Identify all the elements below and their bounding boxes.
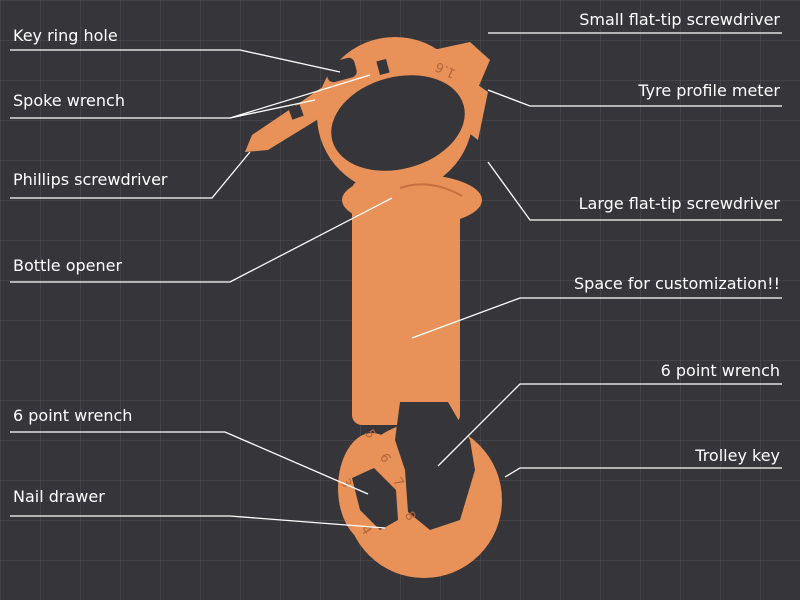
label-six-point-wrench-left: 6 point wrench [13,406,133,425]
leader-six-point-wrench-left [10,431,369,495]
leader-large-flat-tip [487,161,782,221]
label-large-flat-tip-screwdriver: Large flat-tip screwdriver [578,194,780,213]
leader-spoke-wrench-2 [229,74,371,119]
label-key-ring-hole: Key ring hole [13,26,118,45]
label-nail-drawer: Nail drawer [13,487,105,506]
leader-tyre-profile-meter [487,89,782,107]
label-spoke-wrench: Spoke wrench [13,91,125,110]
label-trolley-key: Trolley key [695,446,780,465]
label-small-flat-tip-screwdriver: Small flat-tip screwdriver [579,10,780,29]
multitool-body [245,37,502,578]
leader-phillips-screwdriver [10,151,251,199]
leader-six-point-wrench-right [437,383,782,467]
label-six-point-wrench-right: 6 point wrench [660,361,780,380]
leader-key-ring-hole [10,49,341,73]
label-phillips-screwdriver: Phillips screwdriver [13,170,168,189]
label-bottle-opener: Bottle opener [13,256,123,275]
leader-nail-drawer [10,515,386,529]
leader-lines [10,32,782,529]
label-space-for-customization: Space for customization!! [574,274,780,293]
leader-customization [411,297,782,339]
leader-bottle-opener [10,197,393,283]
leader-trolley-key [504,467,782,478]
label-tyre-profile-meter: Tyre profile meter [638,81,780,100]
